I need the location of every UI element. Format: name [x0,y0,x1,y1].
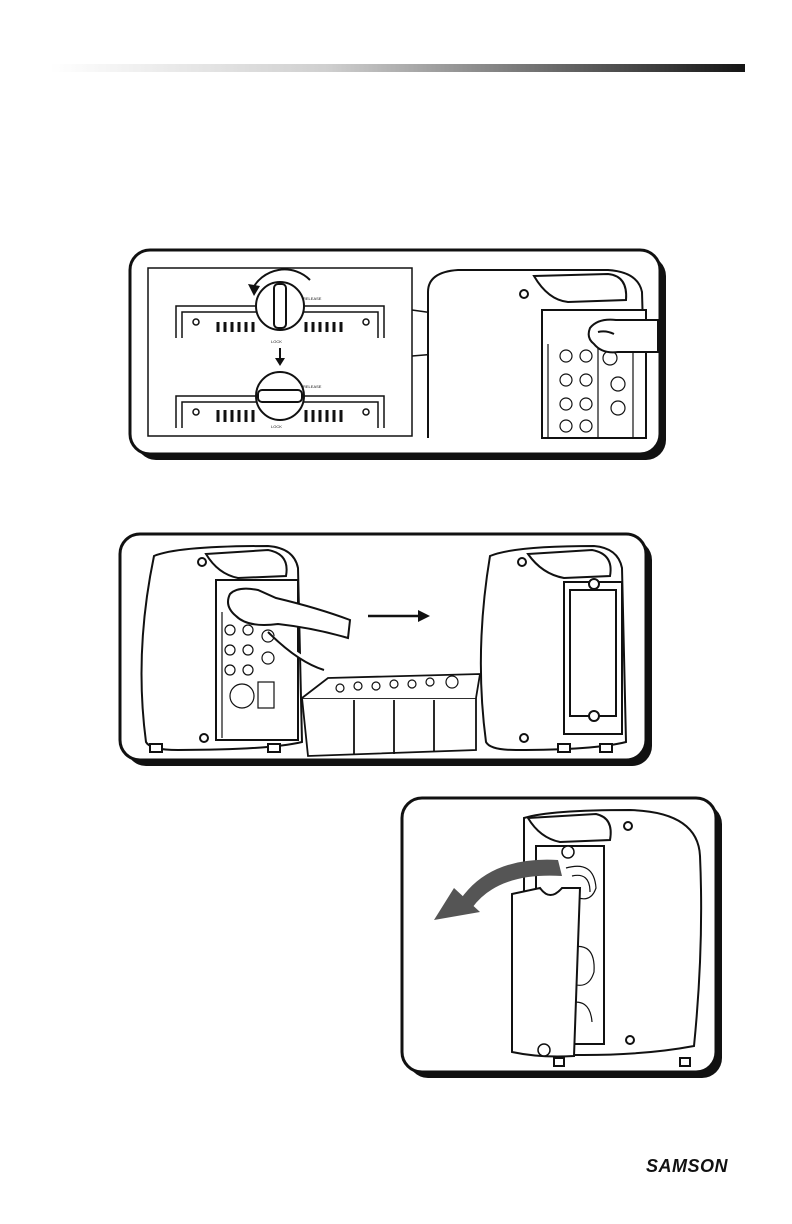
knob-label-lock: LOCK [271,339,282,344]
figure-cover-removal [400,796,724,1080]
knob-label-release-2: RELEASE [303,384,322,389]
hand-illustration [589,320,658,353]
figure-lock-knob: LOCK RELEASE LOCK RELEASE [128,248,668,462]
speaker-right [481,546,626,752]
knob-label-release: RELEASE [303,296,322,301]
knob-label-lock-2: LOCK [271,424,282,429]
figure-mixer-removal [118,532,654,768]
samson-logo: SAMSON [646,1156,728,1177]
rear-cover-plate [512,888,580,1057]
lock-knob-bottom [256,372,304,420]
header-gradient-rule [0,0,792,80]
